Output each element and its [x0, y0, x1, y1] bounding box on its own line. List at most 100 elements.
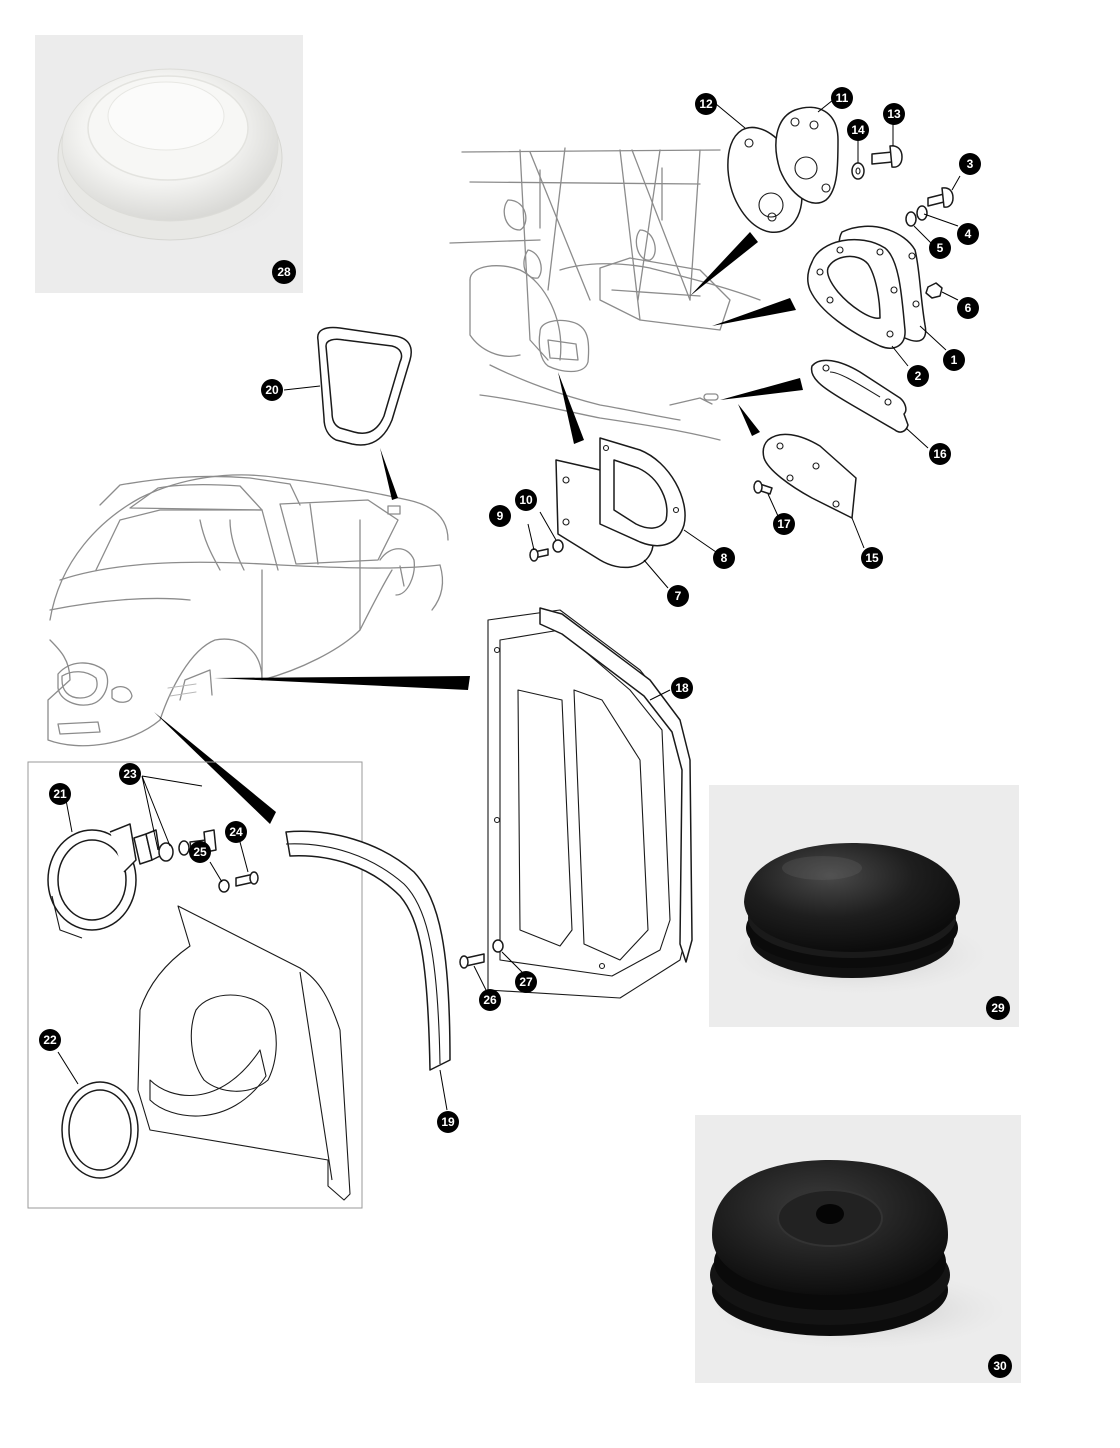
pointer-inset — [154, 712, 276, 824]
part-9-screw — [529, 548, 549, 562]
svg-text:24: 24 — [229, 825, 243, 839]
svg-text:25: 25 — [193, 845, 207, 859]
pointer-15 — [738, 404, 760, 436]
part-4-washer — [916, 205, 928, 221]
svg-text:3: 3 — [967, 157, 974, 171]
callout-26: 26 — [479, 989, 501, 1011]
part-5-washer — [905, 211, 917, 227]
svg-text:23: 23 — [123, 767, 137, 781]
part-10-washer — [552, 539, 564, 553]
callout-11: 11 — [831, 87, 853, 109]
callout-28: 28 — [272, 260, 296, 284]
car-drawing — [47, 474, 449, 747]
part-21-housing — [47, 823, 137, 939]
svg-text:16: 16 — [933, 447, 947, 461]
callout-3: 3 — [959, 153, 981, 175]
part-27-washer — [492, 939, 504, 953]
part-24-screw — [235, 871, 259, 887]
callout-8: 8 — [713, 547, 735, 569]
svg-text:26: 26 — [483, 993, 497, 1007]
pointer-20 — [380, 448, 398, 500]
callout-24: 24 — [225, 821, 247, 843]
callout-4: 4 — [957, 223, 979, 245]
pointer-7-8 — [558, 372, 584, 444]
callout-22: 22 — [39, 1029, 61, 1051]
svg-text:9: 9 — [497, 509, 504, 523]
svg-text:13: 13 — [887, 107, 901, 121]
callout-30: 30 — [988, 1354, 1012, 1378]
svg-text:1: 1 — [951, 353, 958, 367]
callout-9: 9 — [489, 505, 511, 527]
callout-5: 5 — [929, 237, 951, 259]
svg-text:19: 19 — [441, 1115, 455, 1129]
photo-30-panel — [695, 1115, 1021, 1383]
svg-text:17: 17 — [777, 517, 791, 531]
svg-text:18: 18 — [675, 681, 689, 695]
svg-text:6: 6 — [965, 301, 972, 315]
pointer-11-12 — [690, 232, 758, 296]
part-8-gasket — [599, 437, 686, 547]
pointer-1-2 — [712, 298, 796, 326]
callout-20: 20 — [261, 379, 283, 401]
callout-18: 18 — [671, 677, 693, 699]
svg-text:20: 20 — [265, 383, 279, 397]
part-14-washer — [851, 162, 865, 180]
callout-25: 25 — [189, 841, 211, 863]
callout-13: 13 — [883, 103, 905, 125]
svg-text:21: 21 — [53, 787, 67, 801]
svg-text:27: 27 — [519, 975, 533, 989]
callout-1: 1 — [943, 349, 965, 371]
callout-15: 15 — [861, 547, 883, 569]
pointer-16 — [720, 378, 803, 400]
callout-27: 27 — [515, 971, 537, 993]
part-11-plate — [775, 106, 839, 204]
photo-28-panel — [35, 35, 303, 293]
callout-23: 23 — [119, 763, 141, 785]
svg-text:5: 5 — [937, 241, 944, 255]
svg-text:11: 11 — [836, 91, 849, 105]
callout-14: 14 — [847, 119, 869, 141]
callout-2: 2 — [907, 365, 929, 387]
part-3-screw — [927, 187, 954, 208]
part-19-seal — [285, 830, 451, 1071]
part-16-plate — [810, 359, 909, 433]
svg-text:14: 14 — [851, 123, 865, 137]
callout-10: 10 — [515, 489, 537, 511]
part-6-nut — [925, 282, 943, 299]
callout-21: 21 — [49, 783, 71, 805]
inset-frame — [27, 761, 363, 1209]
svg-text:30: 30 — [993, 1359, 1007, 1373]
part-26-screw — [459, 953, 485, 969]
svg-text:28: 28 — [277, 265, 291, 279]
svg-text:4: 4 — [965, 227, 972, 241]
svg-text:22: 22 — [43, 1033, 57, 1047]
pointer-18 — [214, 676, 470, 690]
svg-text:15: 15 — [865, 551, 879, 565]
svg-text:29: 29 — [991, 1001, 1005, 1015]
part-25-washer — [218, 879, 230, 893]
callout-16: 16 — [929, 443, 951, 465]
part-17-screw — [753, 480, 773, 495]
callout-6: 6 — [957, 297, 979, 319]
part-13-screw — [871, 145, 903, 168]
part-22-ring — [61, 1081, 139, 1179]
part-18-panel — [487, 607, 693, 999]
callout-29: 29 — [986, 996, 1010, 1020]
svg-text:7: 7 — [675, 589, 682, 603]
callout-17: 17 — [773, 513, 795, 535]
photo-29-panel — [709, 785, 1019, 1027]
body-section-drawing — [449, 147, 761, 441]
svg-text:10: 10 — [519, 493, 533, 507]
svg-text:8: 8 — [721, 551, 728, 565]
part-2-gasket — [807, 238, 906, 349]
part-15-plate — [762, 433, 857, 519]
callout-19: 19 — [437, 1111, 459, 1133]
callout-7: 7 — [667, 585, 689, 607]
svg-text:12: 12 — [699, 97, 713, 111]
part-20-seal — [317, 326, 412, 446]
inner-arch-panel — [137, 905, 351, 1201]
svg-text:2: 2 — [915, 369, 922, 383]
callout-12: 12 — [695, 93, 717, 115]
leader-lines — [57, 99, 961, 1111]
